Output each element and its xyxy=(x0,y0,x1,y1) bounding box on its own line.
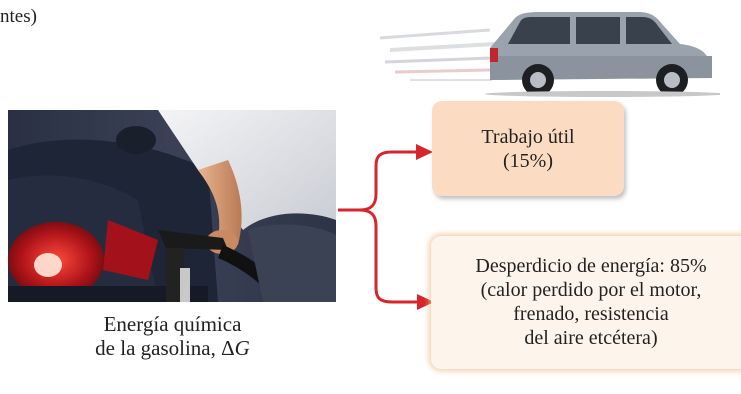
caption-line-2-text: de la gasolina, Δ xyxy=(95,336,235,360)
cut-off-heading-fragment: ntes) xyxy=(0,6,37,27)
useful-work-label: Trabajo útil xyxy=(481,126,575,148)
split-arrow-lines xyxy=(338,150,418,304)
wasted-energy-box: Desperdicio de energía: 85% (calor perdi… xyxy=(431,236,741,369)
wasted-energy-detail-1: (calor perdido por el motor, xyxy=(480,279,702,301)
wasted-energy-detail-3: del aire etcétera) xyxy=(524,327,658,349)
useful-work-box: Trabajo útil (15%) xyxy=(432,101,624,196)
arrowhead-useful xyxy=(416,144,433,160)
caption-variable-g: G xyxy=(234,336,250,360)
caption-line-2: de la gasolina, ΔG xyxy=(0,336,345,360)
caption-line-1: Energía química xyxy=(103,312,242,336)
gas-pump-photo xyxy=(8,110,336,302)
useful-work-percent: (15%) xyxy=(503,150,553,172)
photo-caption: Energía química de la gasolina, ΔG xyxy=(0,312,345,360)
wasted-energy-detail-2: frenado, resistencia xyxy=(513,303,669,325)
gas-pump-photo-illustration xyxy=(8,110,336,302)
suv-car-icon xyxy=(380,12,720,97)
speed-lines xyxy=(380,28,496,81)
wasted-energy-label: Desperdicio de energía: 85% xyxy=(475,255,707,277)
